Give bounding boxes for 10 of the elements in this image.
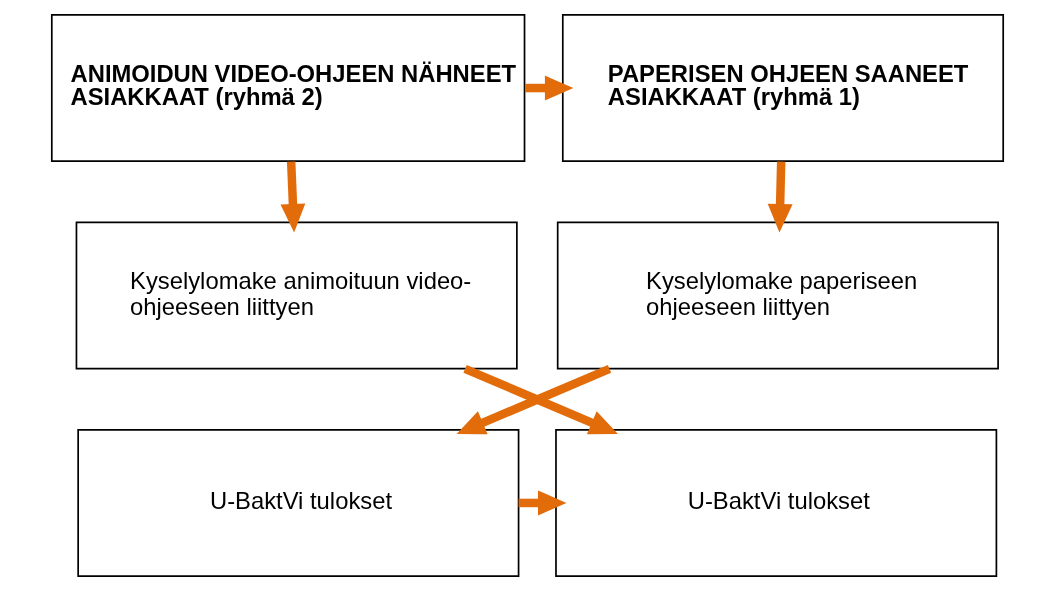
arrow <box>518 490 567 516</box>
node-box: Kyselylomake paperiseen ohjeeseen liittyen <box>556 221 999 370</box>
node-box: Kyselylomake animoituun video-ohjeeseen liittyen <box>75 221 518 370</box>
arrow <box>767 161 793 233</box>
node-box: PAPERISEN OHJEEN SAANEET ASIAKKAAT (ryhmä 1) <box>561 14 1005 162</box>
node-box: U-BaktVi tulokset <box>77 428 520 577</box>
arrow <box>280 161 306 233</box>
node-box: ANIMOIDUN VIDEO-OHJEEN NÄHNEET ASIAKKAAT (ryhmä 2) <box>50 14 526 162</box>
arrow <box>524 75 574 101</box>
node-box: U-BaktVi tulokset <box>555 428 998 577</box>
